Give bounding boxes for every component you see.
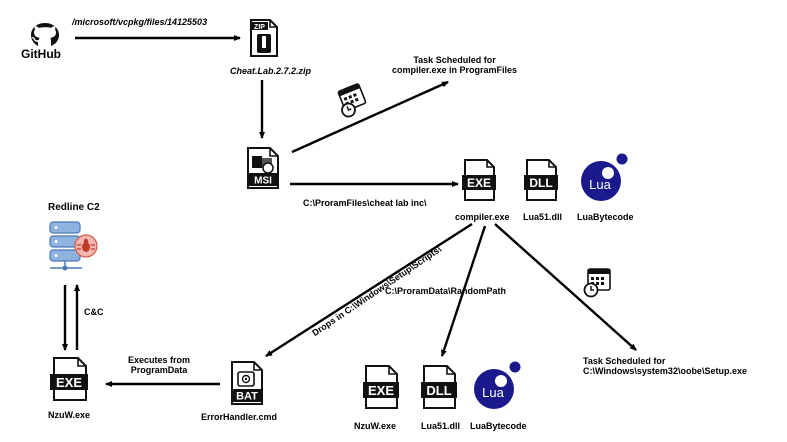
exe-file-icon: EXE	[363, 365, 399, 409]
lua-bytecode-bottom-label: LuaBytecode	[470, 421, 527, 431]
zip-file-label: Cheat.Lab.2.7.2.zip	[230, 66, 312, 76]
redline-label: Redline C2	[48, 202, 100, 213]
arrow-compiler-to-setup-task	[494, 223, 637, 351]
lua-badge: Lua	[482, 385, 504, 400]
nzuw-bottom-label: NzuW.exe	[354, 421, 397, 431]
dll-badge: DLL	[529, 176, 552, 190]
arrow-compiler-to-bat	[265, 222, 473, 358]
install-path-label: C:\ProramFiles\cheat lab inc\	[303, 198, 427, 208]
lua-badge: Lua	[589, 177, 611, 192]
calendar-clock-icon	[337, 83, 367, 118]
msi-file-icon: MSI	[247, 147, 279, 189]
server-bug-icon	[49, 221, 98, 271]
lua-logo-icon: Lua	[581, 153, 628, 201]
msi-badge: MSI	[254, 176, 272, 187]
zip-badge: ZIP	[254, 24, 265, 31]
github-zip-url: /microsoft/vcpkg/files/14125503	[72, 17, 208, 27]
cc-label: C&C	[84, 307, 104, 317]
dll-file-icon: DLL	[421, 365, 457, 409]
nzuw-label: NzuW.exe	[48, 410, 91, 420]
github-icon	[31, 23, 59, 46]
lua-logo-icon: Lua	[474, 361, 521, 409]
exe-badge: EXE	[368, 383, 394, 398]
calendar-clock-icon	[583, 268, 611, 298]
task-scheduled-label-2: Task Scheduled for C:\Windows\system32\o…	[583, 356, 747, 377]
dll-badge: DLL	[426, 383, 451, 398]
executes-label: Executes from ProgramData	[128, 355, 191, 376]
errorhandler-label: ErrorHandler.cmd	[201, 412, 278, 422]
exe-file-icon: EXE	[50, 357, 88, 401]
bat-file-icon: BAT	[231, 361, 263, 405]
compiler-label: compiler.exe	[455, 212, 510, 222]
exe-badge: EXE	[56, 375, 82, 390]
exe-badge: EXE	[467, 176, 491, 190]
dll-file-icon: DLL	[524, 159, 558, 201]
github-label: GitHub	[21, 47, 61, 61]
arrow-compiler-to-randompath	[440, 225, 487, 357]
arrow-msi-to-task	[291, 80, 449, 154]
task-scheduled-label-1: Task Scheduled for compiler.exe in Progr…	[392, 55, 518, 76]
lua-dll-bottom-label: Lua51.dll	[421, 421, 461, 431]
zip-file-icon: ZIP	[250, 19, 278, 57]
random-path-label: C:\ProramData\RandomPath	[385, 286, 507, 296]
lua-dll-label: Lua51.dll	[523, 212, 563, 222]
exe-file-icon: EXE	[462, 159, 496, 201]
lua-bytecode-label: LuaBytecode	[577, 212, 634, 222]
bat-badge: BAT	[236, 391, 258, 403]
